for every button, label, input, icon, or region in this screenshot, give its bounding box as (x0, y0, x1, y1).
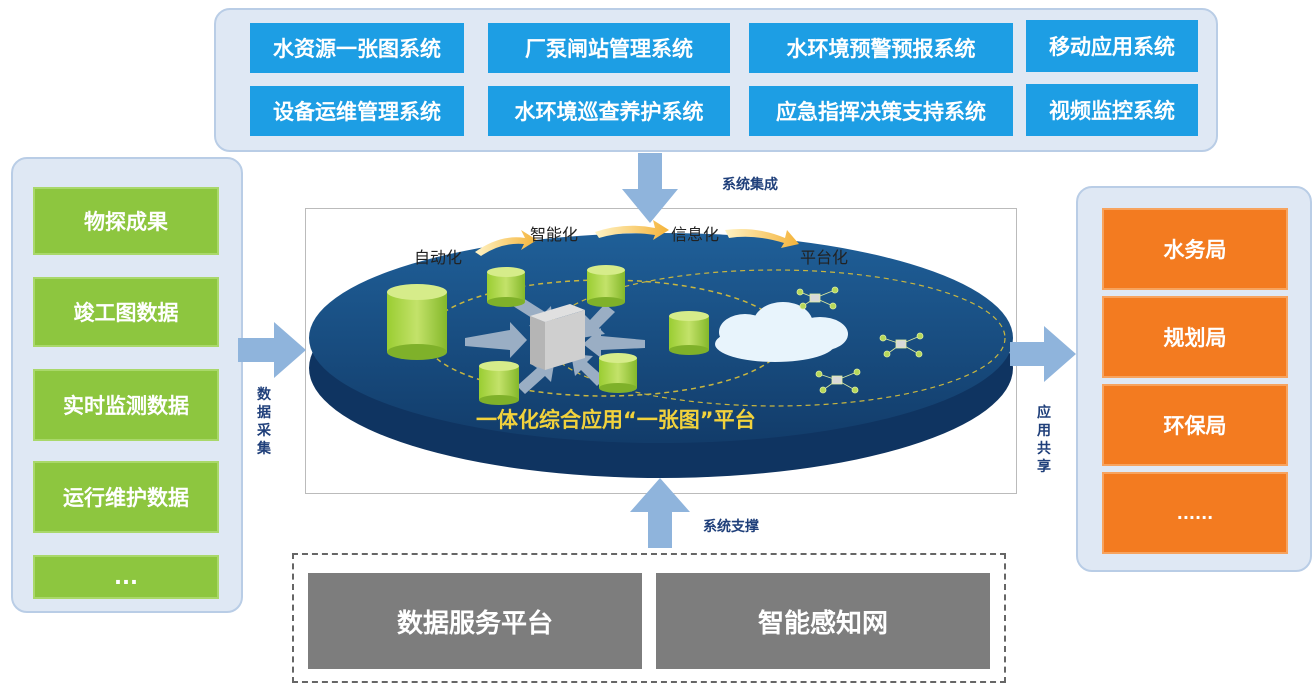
database-cylinder (479, 361, 519, 405)
platform-illustration (309, 220, 1013, 478)
network-node-cluster (879, 332, 924, 358)
cloud-icon (715, 302, 848, 362)
database-cylinder (669, 311, 709, 355)
arrow-data-collection (238, 322, 306, 378)
database-cylinder (587, 265, 625, 307)
arrow-system-integration (622, 153, 678, 223)
orbit-ring (544, 269, 1006, 407)
system-box: 移动应用系统 (1026, 20, 1198, 72)
system-box: 厂泵闸站管理系统 (488, 23, 730, 73)
support-panel: 数据服务平台 智能感知网 (292, 553, 1006, 683)
system-box: 应急指挥决策支持系统 (749, 86, 1013, 136)
stage-arrow (595, 220, 669, 240)
database-cylinder (387, 284, 447, 360)
system-box: 设备运维管理系统 (250, 86, 464, 136)
data-source-box: 运行维护数据 (33, 461, 219, 533)
data-sources-panel: 物探成果 竣工图数据 实时监测数据 运行维护数据 ... (11, 157, 243, 613)
arrow-application-sharing (1010, 326, 1076, 382)
database-cylinder (487, 267, 525, 307)
arrow-system-support (630, 478, 690, 548)
consumers-panel: 水务局 规划局 环保局 ...... (1076, 186, 1312, 572)
stage-label: 智能化 (530, 225, 579, 244)
database-cylinder (599, 353, 637, 393)
consumer-box: 环保局 (1102, 384, 1288, 466)
stage-arrow (475, 230, 537, 256)
data-source-box: ... (33, 555, 219, 599)
support-box: 智能感知网 (656, 573, 990, 669)
support-box: 数据服务平台 (308, 573, 642, 669)
consumer-box: 规划局 (1102, 296, 1288, 378)
network-node-cluster (815, 368, 861, 394)
stage-label: 信息化 (671, 225, 720, 244)
stage-label: 平台化 (800, 248, 849, 267)
data-source-box: 竣工图数据 (33, 277, 219, 347)
stage-label: 自动化 (414, 248, 463, 267)
system-box: 水资源一张图系统 (250, 23, 464, 73)
consumer-box: ...... (1102, 472, 1288, 554)
data-source-box: 实时监测数据 (33, 369, 219, 441)
system-box: 水环境预警预报系统 (749, 23, 1013, 73)
stage-arrow (725, 229, 799, 248)
system-box: 视频监控系统 (1026, 84, 1198, 136)
sharing-label: 应 用 共 享 (1037, 405, 1051, 475)
platform-title: 一体化综合应用“一张图”平台 (476, 408, 756, 432)
network-node-cluster (796, 286, 839, 310)
support-label: 系统支撑 (703, 519, 759, 535)
top-systems-panel: 水资源一张图系统 厂泵闸站管理系统 水环境预警预报系统 移动应用系统 设备运维管… (214, 8, 1218, 152)
collection-label: 数 据 采 集 (257, 387, 271, 457)
system-box: 水环境巡查养护系统 (488, 86, 730, 136)
server-icon (530, 304, 585, 370)
integration-label: 系统集成 (722, 177, 778, 193)
data-source-box: 物探成果 (33, 187, 219, 255)
consumer-box: 水务局 (1102, 208, 1288, 290)
